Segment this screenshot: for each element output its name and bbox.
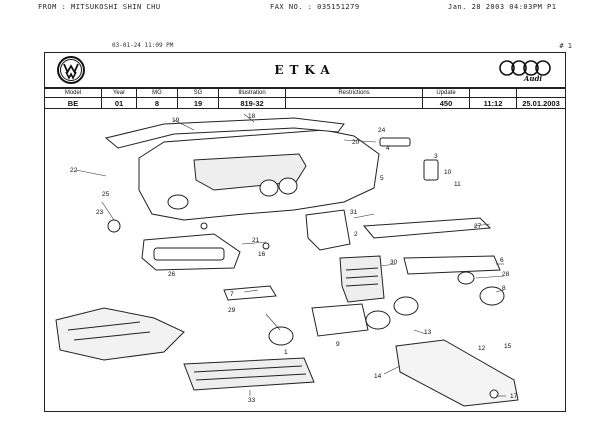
header-blank-1: [469, 88, 517, 98]
callout-5: 5: [380, 175, 384, 182]
value-time: 11:12: [469, 97, 517, 109]
callout-23: 23: [96, 209, 104, 216]
screw-mid: [262, 242, 270, 250]
fax-number: FAX NO. : 035151279: [270, 3, 360, 11]
value-sg: 19: [177, 97, 219, 109]
audi-rings-icon: [499, 60, 551, 76]
vent-block: [339, 255, 385, 303]
bracket-right: [379, 137, 411, 147]
center-duct: [305, 209, 351, 251]
callout-13: 13: [424, 329, 432, 336]
nozzle-small: [457, 271, 475, 285]
value-update: 450: [422, 97, 470, 109]
callout-28: 28: [502, 271, 510, 278]
callout-4: 4: [386, 145, 390, 152]
callout-25: 25: [102, 191, 110, 198]
document-frame: [44, 52, 566, 412]
value-mg: 8: [136, 97, 178, 109]
dashboard-top-trim: [104, 117, 345, 149]
callout-9: 9: [336, 341, 340, 348]
callout-26: 26: [168, 271, 176, 278]
callout-15: 15: [504, 343, 512, 350]
callout-20: 20: [352, 139, 360, 146]
value-model: BE: [44, 97, 102, 109]
left-console: [55, 307, 185, 361]
info-value-row: BE 01 8 19 819-32 450 11:12 25.01.2003: [44, 97, 566, 109]
callout-29: 29: [228, 307, 236, 314]
callout-19: 19: [172, 117, 180, 124]
callout-21: 21: [252, 237, 260, 244]
vent-center-1: [259, 179, 279, 197]
vent-left: [167, 194, 189, 210]
header-model: Model: [44, 88, 102, 98]
lower-housing: [311, 303, 369, 337]
hose-left: [223, 285, 277, 301]
brand-text: Audi: [523, 74, 542, 83]
callout-14: 14: [374, 373, 382, 380]
callout-18: 18: [248, 113, 256, 120]
right-duct: [362, 217, 492, 239]
callout-30: 30: [390, 259, 398, 266]
vent-louvres: [345, 267, 379, 287]
print-timestamp: 03-01-24 11:09 PM: [112, 42, 174, 49]
nozzle-mid: [393, 296, 419, 316]
callout-12: 12: [478, 345, 486, 352]
callout-24: 24: [378, 127, 386, 134]
parts-diagram: 1235678910111314151617181920212223242526…: [55, 113, 519, 407]
callout-3: 3: [434, 153, 438, 160]
header-restrictions: Restrictions: [285, 88, 423, 98]
header-mg: MG: [136, 88, 178, 98]
nozzle-round: [268, 326, 294, 346]
callout-33: 33: [248, 397, 256, 404]
callout-7: 7: [230, 291, 234, 298]
glovebox-lid: [153, 247, 225, 261]
screw-lower: [489, 389, 499, 399]
clip-part: [107, 219, 121, 233]
nozzle-mid-2: [365, 310, 391, 330]
fax-date: Jan. 28 2003 04:03PM P1: [448, 3, 557, 11]
header-illustration: Illustration: [218, 88, 286, 98]
header-year: Year: [101, 88, 137, 98]
nozzle-right: [479, 286, 505, 306]
value-illustration: 819-32: [218, 97, 286, 109]
callout-1: 1: [284, 349, 288, 356]
callout-16: 16: [258, 251, 266, 258]
callout-11: 11: [454, 181, 461, 188]
info-table: Model Year MG SG Illustration Restrictio…: [44, 88, 566, 109]
page-title: ETKA: [274, 63, 336, 77]
callout-10: 10: [444, 169, 452, 176]
lower-panel-slots: [193, 365, 307, 381]
callout-8: 8: [502, 285, 506, 292]
callout-27: 27: [474, 223, 482, 230]
callout-6: 6: [500, 257, 504, 264]
value-date: 25.01.2003: [516, 97, 566, 109]
callout-31: 31: [350, 209, 358, 216]
header-sg: SG: [177, 88, 219, 98]
right-air-hose: [403, 255, 501, 275]
page-mark: # 1: [559, 42, 572, 50]
callout-22: 22: [70, 167, 78, 174]
screw-small: [200, 222, 208, 230]
info-header-row: Model Year MG SG Illustration Restrictio…: [44, 88, 566, 98]
vent-center-2: [278, 177, 298, 195]
callout-2: 2: [354, 231, 358, 238]
fax-from: FROM : MITSUKOSHI SHIN CHU: [38, 3, 161, 11]
vw-logo-icon: [57, 56, 85, 84]
switch-part: [423, 159, 439, 181]
callout-17: 17: [510, 393, 518, 400]
header-update: Update: [422, 88, 470, 98]
header-blank-2: [516, 88, 566, 98]
document-header: ETKA Audi: [44, 52, 566, 88]
lower-panel: [183, 357, 315, 391]
value-year: 01: [101, 97, 137, 109]
left-console-detail: [67, 321, 151, 341]
value-restrictions: [285, 97, 423, 109]
floor-duct: [395, 339, 519, 407]
